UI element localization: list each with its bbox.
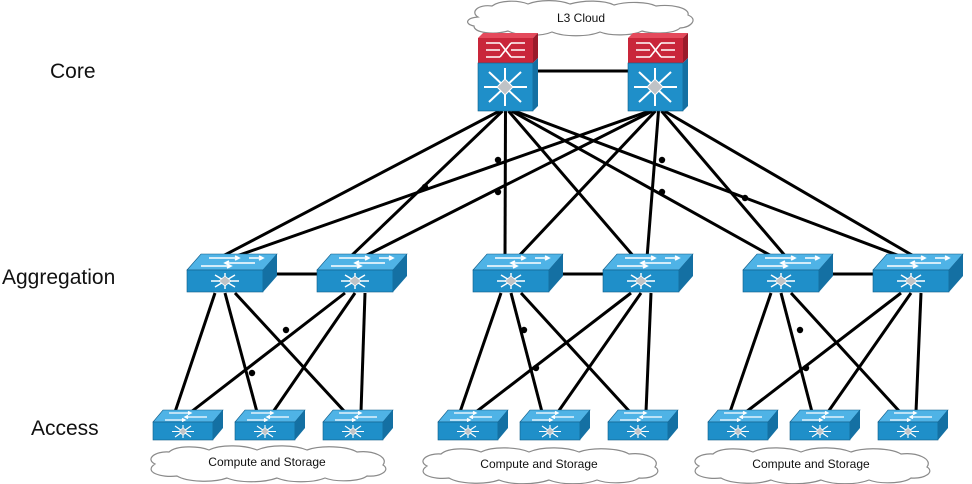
access-switch-4 [437, 409, 509, 441]
aggregation-access-link [190, 291, 346, 414]
aggregation-access-link [173, 292, 217, 413]
aggregation-access-link [779, 292, 814, 413]
link-junction-dot [796, 326, 804, 334]
core-switch-icon [477, 33, 538, 112]
aggregation-access-link [914, 292, 923, 413]
tier-label-access: Access [31, 417, 99, 440]
link-junction-dot [282, 326, 290, 334]
core-aggregation-link [515, 109, 657, 260]
aggregation-access-link [519, 291, 632, 414]
aggregation-switch-icon [186, 253, 278, 293]
access-switch-icon [322, 409, 394, 441]
link-junction-dot [520, 326, 528, 334]
compute-cloud-label: Compute and Storage [208, 455, 326, 469]
link-junction-dot [494, 188, 502, 196]
aggregation-switch-6 [872, 253, 964, 293]
compute-cloud-2: Compute and Storage [422, 447, 659, 484]
access-switch-icon [707, 409, 779, 441]
core-aggregation-link [660, 110, 789, 259]
cloud-icon [467, 0, 694, 37]
aggregation-access-link [745, 291, 902, 414]
link-junction-dot [741, 194, 749, 202]
aggregation-access-link [728, 292, 773, 413]
access-switch-icon [152, 409, 224, 441]
aggregation-switch-icon [872, 253, 964, 293]
aggregation-switch-icon [602, 253, 694, 293]
compute-cloud-3: Compute and Storage [694, 447, 931, 484]
l3-cloud-label: L3 Cloud [557, 11, 605, 25]
links-layer [173, 109, 923, 414]
access-switch-1 [152, 409, 224, 441]
compute-cloud-label: Compute and Storage [480, 457, 598, 471]
aggregation-switch-4 [602, 253, 694, 293]
link-junction-dot [421, 183, 429, 191]
aggregation-access-link [458, 292, 503, 413]
core-aggregation-link [218, 109, 501, 260]
aggregation-switch-3 [472, 253, 564, 293]
aggregation-access-link [556, 292, 643, 413]
link-junction-dot [248, 369, 256, 377]
core-aggregation-link [645, 110, 660, 259]
link-junction-dot [658, 156, 666, 164]
core-aggregation-link [230, 109, 650, 260]
core-aggregation-link [663, 109, 918, 260]
aggregation-switch-icon [316, 253, 408, 293]
aggregation-access-link [789, 291, 902, 414]
cloud-icon [150, 445, 387, 483]
link-junction-dot [658, 188, 666, 196]
aggregation-switch-1 [186, 253, 278, 293]
access-switch-9 [877, 409, 949, 441]
core-aggregation-link [360, 109, 654, 260]
core-aggregation-link [507, 110, 637, 259]
link-junction-dot [532, 364, 540, 372]
access-switch-icon [519, 409, 591, 441]
access-switch-icon [607, 409, 679, 441]
access-switch-icon [234, 409, 306, 441]
aggregation-access-link [359, 292, 367, 413]
core-switch-1 [477, 33, 538, 112]
tier-label-core: Core [50, 60, 96, 83]
aggregation-access-link [475, 291, 632, 414]
access-switch-icon [877, 409, 949, 441]
core-switch-icon [627, 33, 688, 112]
compute-cloud-label: Compute and Storage [752, 457, 870, 471]
access-switch-icon [437, 409, 509, 441]
access-switch-8 [789, 409, 861, 441]
aggregation-switch-2 [316, 253, 408, 293]
cloud-icon [422, 447, 659, 484]
access-switch-6 [607, 409, 679, 441]
access-switch-icon [789, 409, 861, 441]
link-junction-dot [494, 156, 502, 164]
core-aggregation-link [510, 109, 776, 260]
tier-label-aggregation: Aggregation [2, 266, 116, 289]
link-junction-dot [802, 364, 810, 372]
access-switch-7 [707, 409, 779, 441]
aggregation-access-link [644, 292, 653, 413]
compute-cloud-1: Compute and Storage [150, 445, 387, 483]
aggregation-switch-icon [472, 253, 564, 293]
aggregation-switch-icon [742, 253, 834, 293]
l3-cloud: L3 Cloud [467, 0, 694, 37]
access-switch-3 [322, 409, 394, 441]
cloud-icon [694, 447, 931, 484]
aggregation-access-link [233, 291, 347, 414]
core-switch-2 [627, 33, 688, 112]
aggregation-access-link [271, 292, 357, 413]
access-switch-5 [519, 409, 591, 441]
aggregation-switch-5 [742, 253, 834, 293]
access-switch-2 [234, 409, 306, 441]
aggregation-access-link [223, 292, 259, 413]
nodes-layer: L3 Cloud [150, 0, 964, 484]
aggregation-access-link [826, 292, 913, 413]
aggregation-access-link [509, 292, 544, 413]
